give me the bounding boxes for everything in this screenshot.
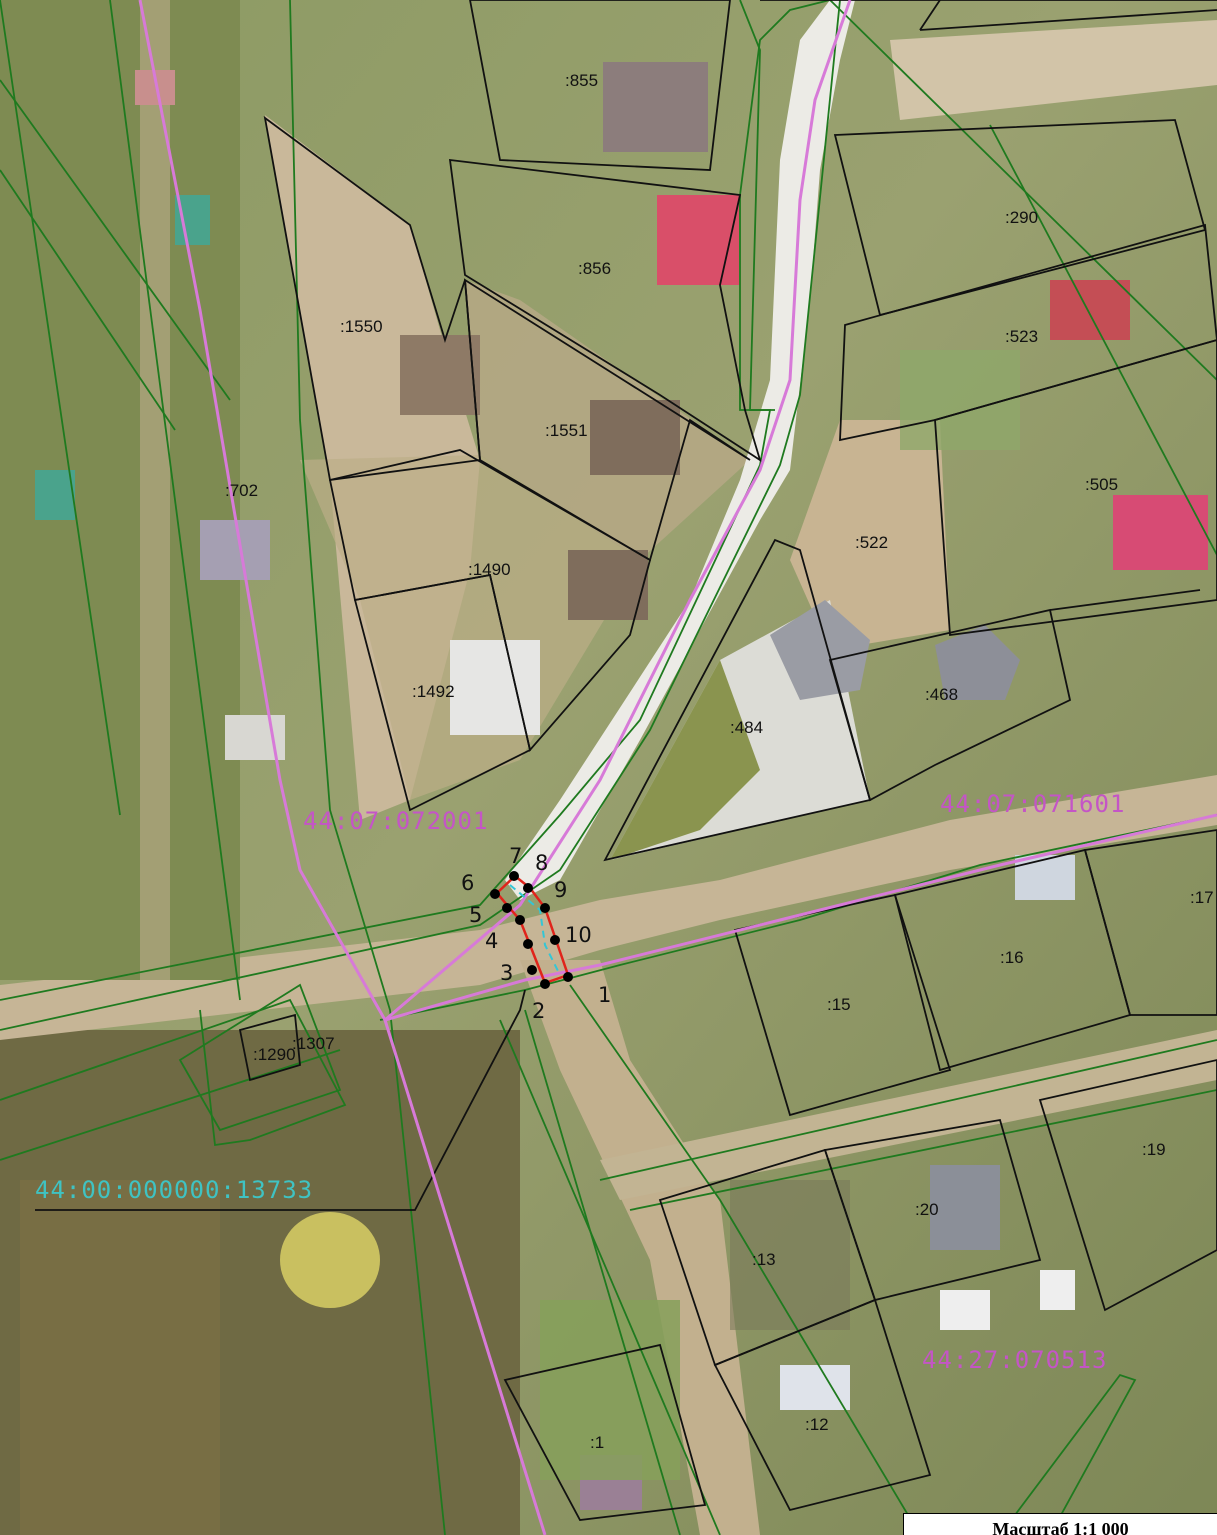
parcel-outline-17 xyxy=(1083,829,1217,1016)
point-marker xyxy=(523,939,533,949)
point-label: 4 xyxy=(485,929,498,953)
parcel-label-855: :855 xyxy=(565,71,598,90)
zone-line xyxy=(0,79,231,401)
quarter-boundary-line xyxy=(384,0,852,1022)
zone-line xyxy=(379,814,1217,1021)
quarter-label-071601: 44:07:071601 xyxy=(940,790,1125,818)
quarter-labels: 44:07:072001 44:07:071601 44:00:000000:1… xyxy=(35,790,1125,1374)
parcel-label-1290: :1290 xyxy=(253,1045,296,1064)
point-marker xyxy=(509,871,519,881)
parcel-label-1: :1 xyxy=(590,1433,604,1452)
point-marker xyxy=(490,889,500,899)
parcel-label-1551: :1551 xyxy=(545,421,588,440)
quarter-boundary-line xyxy=(384,813,1217,1022)
parcel-label-1490: :1490 xyxy=(468,560,511,579)
point-label: 8 xyxy=(535,851,548,875)
zone-line xyxy=(999,1373,1137,1535)
quarter-boundary-line xyxy=(138,0,547,1535)
parcel-outline-505 xyxy=(934,339,1217,637)
parcel-label-523: :523 xyxy=(1005,327,1038,346)
parcel-outline-15 xyxy=(733,893,952,1117)
parcel-label-522: :522 xyxy=(855,533,888,552)
parcel-outline-1492 xyxy=(353,573,532,812)
point-label: 6 xyxy=(461,871,474,895)
parcel-outline-1551 xyxy=(463,278,751,562)
point-marker xyxy=(527,965,537,975)
parcel-outline-484 xyxy=(603,538,872,862)
parcel-label-1492: :1492 xyxy=(412,682,455,701)
zone-line xyxy=(0,0,841,1031)
zone-line xyxy=(0,1049,341,1161)
parcel-label-1307: :1307 xyxy=(292,1034,335,1053)
target-plot[interactable]: 1 2 3 4 5 6 7 8 9 10 xyxy=(461,844,611,1023)
point-marker xyxy=(515,915,525,925)
parcel-outline-12 xyxy=(713,1298,932,1512)
point-marker xyxy=(523,883,533,893)
zone-line xyxy=(629,1089,1217,1211)
parcel-label-12: :12 xyxy=(805,1415,829,1434)
parcel-outline-1307 xyxy=(238,1013,301,1082)
zone-line xyxy=(109,0,241,1001)
point-label: 9 xyxy=(554,878,567,902)
parcel-label-17: :17 xyxy=(1190,888,1214,907)
zone-line xyxy=(0,0,121,816)
parcel-outline-line xyxy=(35,989,526,1211)
parcel-label-15: :15 xyxy=(827,995,851,1014)
parcel-label-20: :20 xyxy=(915,1200,939,1219)
quarter-label-070513: 44:27:070513 xyxy=(922,1346,1107,1374)
zone-line xyxy=(739,0,775,411)
point-label: 7 xyxy=(509,844,522,868)
zone-line xyxy=(569,984,921,1535)
parcel-boundaries xyxy=(35,0,1217,1521)
cadastral-number-label: 44:00:000000:13733 xyxy=(35,1176,313,1204)
parcel-outline-855 xyxy=(469,0,731,171)
point-label: 10 xyxy=(565,923,592,947)
parcel-outline-line xyxy=(1049,589,1201,611)
zone-line xyxy=(289,0,446,1535)
point-label: 1 xyxy=(598,983,611,1007)
parcel-label-702: :702 xyxy=(225,481,258,500)
quarter-boundaries xyxy=(138,0,1217,1535)
point-marker xyxy=(540,979,550,989)
parcel-label-505: :505 xyxy=(1085,475,1118,494)
parcel-outline-19 xyxy=(1038,1059,1217,1312)
point-marker xyxy=(502,903,512,913)
point-label: 2 xyxy=(532,999,545,1023)
point-marker xyxy=(550,935,560,945)
zone-line xyxy=(524,1009,681,1535)
parcel-label-468: :468 xyxy=(925,685,958,704)
zone-line xyxy=(0,998,347,1147)
parcel-label-19: :19 xyxy=(1142,1140,1166,1159)
parcel-outline-1 xyxy=(503,1343,707,1521)
zone-line xyxy=(989,124,1217,556)
parcel-outline-856 xyxy=(448,158,762,463)
point-label: 5 xyxy=(469,903,482,927)
zone-line xyxy=(178,983,342,1132)
parcel-labels: :855 :856 :290 :523 :1550 :1551 :505 :70… xyxy=(225,71,1214,1452)
zone-line xyxy=(0,169,176,431)
parcel-label-13: :13 xyxy=(752,1250,776,1269)
zone-line xyxy=(499,1019,721,1535)
parcel-label-16: :16 xyxy=(1000,948,1024,967)
parcel-label-1550: :1550 xyxy=(340,317,383,336)
scale-label: Масштаб 1:1 000 xyxy=(903,1513,1217,1535)
parcel-label-484: :484 xyxy=(730,718,763,737)
zone-line xyxy=(599,1039,1217,1181)
point-label: 3 xyxy=(500,961,513,985)
quarter-label-072001: 44:07:072001 xyxy=(303,807,488,835)
parcel-label-290: :290 xyxy=(1005,208,1038,227)
point-marker xyxy=(540,903,550,913)
parcel-outline-line xyxy=(919,0,1217,31)
parcel-label-856: :856 xyxy=(578,259,611,278)
point-marker xyxy=(563,972,573,982)
